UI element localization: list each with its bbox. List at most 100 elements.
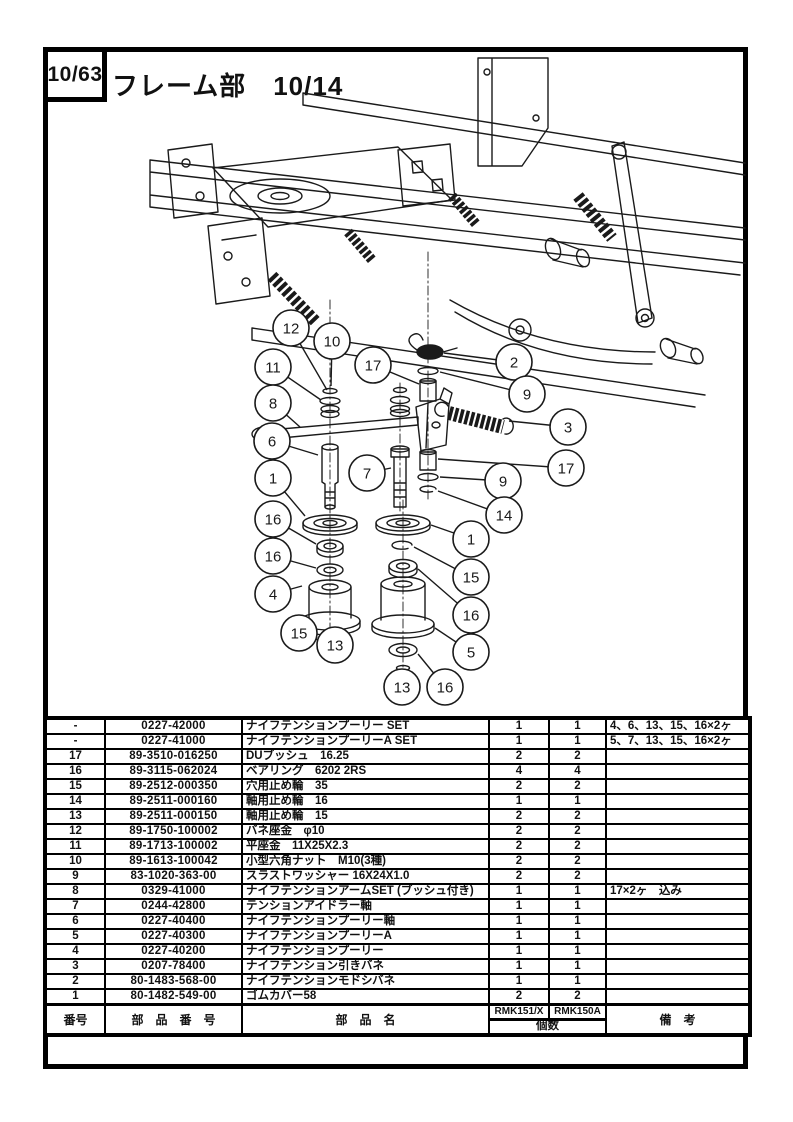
- callout-circle: [452, 596, 490, 634]
- cell-name: DUブッシュ 16.25: [241, 748, 490, 765]
- cell-part-no: 89-1613-100042: [104, 853, 243, 870]
- cell-no: 6: [44, 913, 106, 930]
- cell-part-no: 0227-40400: [104, 913, 243, 930]
- callout-number: 15: [291, 626, 308, 643]
- callout-number: 11: [265, 360, 281, 377]
- callout-number: 15: [463, 570, 480, 587]
- cell-name: 軸用止め輪 15: [241, 808, 490, 825]
- cell-no: 8: [44, 883, 106, 900]
- cell-qty-rmk150a: 1: [548, 913, 607, 930]
- callout-number: 16: [437, 680, 454, 697]
- page-border: [43, 47, 748, 1069]
- cell-remarks: 4、6、13、15、16×2ヶ: [605, 717, 751, 735]
- cell-name: ゴムカバー58: [241, 988, 490, 1006]
- callout-number: 6: [268, 434, 276, 451]
- callout-number: 2: [510, 355, 518, 372]
- cell-name: ベアリング 6202 2RS: [241, 763, 490, 780]
- table-header-qty-row: 個数: [45, 1018, 750, 1036]
- callout-number: 9: [523, 387, 531, 404]
- cell-no: 5: [44, 928, 106, 945]
- cell-part-no: 0207-78400: [104, 958, 243, 975]
- callout-circle: [313, 322, 351, 360]
- callout-circle: [485, 496, 523, 534]
- cell-qty-rmk151x: 1: [488, 793, 550, 810]
- cell-no: 4: [44, 943, 106, 960]
- callout-circle: [272, 309, 310, 347]
- cell-part-no: 89-1713-100002: [104, 838, 243, 855]
- cell-remarks: [605, 853, 751, 870]
- cell-remarks: [605, 793, 751, 810]
- cell-qty-rmk150a: 1: [548, 973, 607, 990]
- callout-circle: [348, 454, 386, 492]
- cell-no: -: [44, 733, 106, 750]
- cell-qty-rmk151x: 1: [488, 928, 550, 945]
- cell-qty-rmk150a: 2: [548, 868, 607, 885]
- header-model-rmk151x: RMK151/X: [488, 1003, 550, 1021]
- callout-circle: [426, 668, 464, 706]
- cell-qty-rmk150a: 1: [548, 958, 607, 975]
- callout-circle: [547, 449, 585, 487]
- cell-remarks: [605, 778, 751, 795]
- callout-number: 1: [269, 471, 277, 488]
- cell-no: 16: [44, 763, 106, 780]
- cell-remarks: [605, 973, 751, 990]
- callout-circle: [495, 343, 533, 381]
- cell-name: ナイフテンションプーリーA SET: [241, 733, 490, 750]
- cell-qty-rmk151x: 4: [488, 763, 550, 780]
- cell-part-no: 0227-40200: [104, 943, 243, 960]
- header-col-remarks: 備 考: [605, 1003, 751, 1036]
- callout-circle: [452, 558, 490, 596]
- cell-name: 穴用止め輪 35: [241, 778, 490, 795]
- callout-number: 16: [265, 512, 282, 529]
- cell-no: 15: [44, 778, 106, 795]
- cell-no: 12: [44, 823, 106, 840]
- cell-part-no: 0244-42800: [104, 898, 243, 915]
- cell-qty-rmk151x: 2: [488, 988, 550, 1006]
- cell-remarks: [605, 988, 751, 1006]
- cell-qty-rmk150a: 4: [548, 763, 607, 780]
- callout-number: 17: [558, 461, 575, 478]
- cell-no: 14: [44, 793, 106, 810]
- cell-qty-rmk150a: 2: [548, 778, 607, 795]
- cell-part-no: 89-1750-100002: [104, 823, 243, 840]
- cell-qty-rmk150a: 1: [548, 733, 607, 750]
- cell-remarks: [605, 913, 751, 930]
- cell-qty-rmk150a: 2: [548, 838, 607, 855]
- callout-number: 12: [283, 321, 300, 338]
- cell-qty-rmk150a: 1: [548, 883, 607, 900]
- cell-part-no: 83-1020-363-00: [104, 868, 243, 885]
- cell-qty-rmk150a: 2: [548, 988, 607, 1006]
- cell-qty-rmk151x: 2: [488, 808, 550, 825]
- cell-name: ナイフテンションプーリー: [241, 943, 490, 960]
- callout-number: 7: [363, 466, 371, 483]
- header-qty-label: 個数: [488, 1018, 607, 1036]
- cell-remarks: [605, 763, 751, 780]
- cell-name: ナイフテンション引きバネ: [241, 958, 490, 975]
- cell-no: 3: [44, 958, 106, 975]
- callout-circle: [280, 614, 318, 652]
- callout-number: 13: [327, 638, 344, 655]
- cell-name: ナイフテンションプーリーA: [241, 928, 490, 945]
- callout-circle: [354, 346, 392, 384]
- cell-name: バネ座金 φ10: [241, 823, 490, 840]
- cell-qty-rmk151x: 1: [488, 733, 550, 750]
- cell-part-no: 80-1482-549-00: [104, 988, 243, 1006]
- cell-qty-rmk150a: 1: [548, 928, 607, 945]
- cell-name: スラストワッシャー 16X24X1.0: [241, 868, 490, 885]
- cell-name: ナイフテンションモドシバネ: [241, 973, 490, 990]
- callout-number: 4: [269, 587, 277, 604]
- cell-part-no: 0329-41000: [104, 883, 243, 900]
- callout-circle: [254, 537, 292, 575]
- page-title: フレーム部 10/14: [112, 71, 344, 101]
- cell-qty-rmk151x: 1: [488, 717, 550, 735]
- callout-circle: [452, 520, 490, 558]
